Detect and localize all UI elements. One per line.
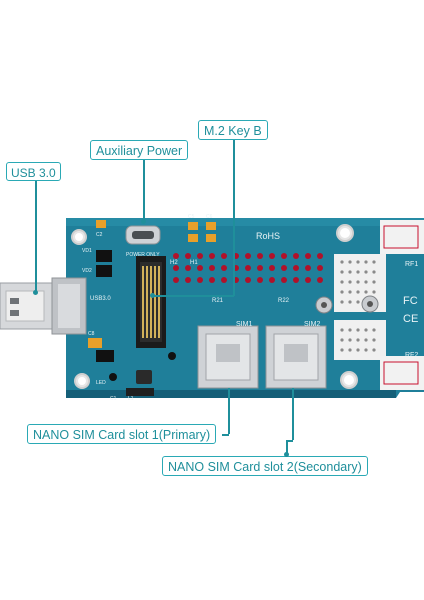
sim1-silk: SIM1 bbox=[236, 321, 252, 328]
c6-silk: C6 bbox=[206, 214, 213, 220]
power-only-silk: POWER ONLY bbox=[126, 252, 160, 258]
sim2-leader-h bbox=[286, 440, 293, 442]
sim1-leader-h bbox=[222, 434, 229, 436]
sim2-leader-v2 bbox=[286, 440, 288, 456]
usb-connector bbox=[0, 277, 87, 335]
sim-slot-1 bbox=[197, 325, 259, 389]
r21-silk: R21 bbox=[212, 298, 224, 304]
usb-c-connector bbox=[125, 225, 161, 245]
sim1-leader bbox=[228, 388, 230, 434]
usb-callout: USB 3.0 bbox=[6, 162, 61, 181]
h1-silk: H1 bbox=[190, 260, 198, 266]
usb-leader bbox=[35, 181, 37, 293]
usb-leader-dot bbox=[33, 290, 38, 295]
sim2-callout: NANO SIM Card slot 2(Secondary) bbox=[162, 456, 368, 476]
m2-callout: M.2 Key B bbox=[198, 120, 268, 140]
vd2-silk: VD2 bbox=[82, 268, 92, 274]
fc-mark: FC bbox=[403, 295, 418, 307]
c5-silk: C5 bbox=[188, 214, 195, 220]
usb-silk: USB3.0 bbox=[90, 296, 111, 302]
c1-silk: C1 bbox=[110, 396, 117, 402]
aux-leader bbox=[143, 160, 145, 222]
c8-silk: C8 bbox=[88, 331, 95, 337]
mounting-holes bbox=[71, 224, 358, 389]
m2-slot bbox=[136, 256, 166, 348]
aux-power-callout: Auxiliary Power bbox=[90, 140, 189, 160]
vd1-silk: VD1 bbox=[82, 248, 92, 254]
sim1-callout: NANO SIM Card slot 1(Primary) bbox=[27, 424, 217, 444]
antenna-connectors bbox=[315, 295, 379, 314]
led-silk: LED bbox=[96, 380, 106, 386]
rf1-label: RF1 bbox=[405, 261, 418, 268]
sim-slot-2 bbox=[265, 325, 327, 389]
c2-silk: C2 bbox=[96, 232, 103, 238]
rf2-label: RF2 bbox=[405, 352, 418, 359]
l1-silk: L1 bbox=[128, 396, 134, 402]
h2-silk: H2 bbox=[170, 260, 178, 266]
sim2-leader-v1 bbox=[292, 388, 294, 440]
ce-mark: CE bbox=[403, 313, 418, 325]
m2-leader-dot bbox=[150, 293, 155, 298]
smd-components bbox=[88, 220, 216, 396]
rf-panel bbox=[380, 220, 424, 390]
rohs-mark: RoHS bbox=[256, 231, 280, 241]
aux-leader-dot bbox=[141, 219, 146, 224]
sim2-silk: SIM2 bbox=[304, 321, 320, 328]
r22-silk: R22 bbox=[278, 298, 290, 304]
m2-leader-v bbox=[233, 140, 235, 296]
silkscreen: RoHS RF1 RF2 FC CE SIM1 SIM2 USB3.0 POWE… bbox=[82, 214, 418, 402]
sim2-leader-dot bbox=[284, 452, 289, 457]
m2-leader-h2 bbox=[152, 295, 234, 297]
